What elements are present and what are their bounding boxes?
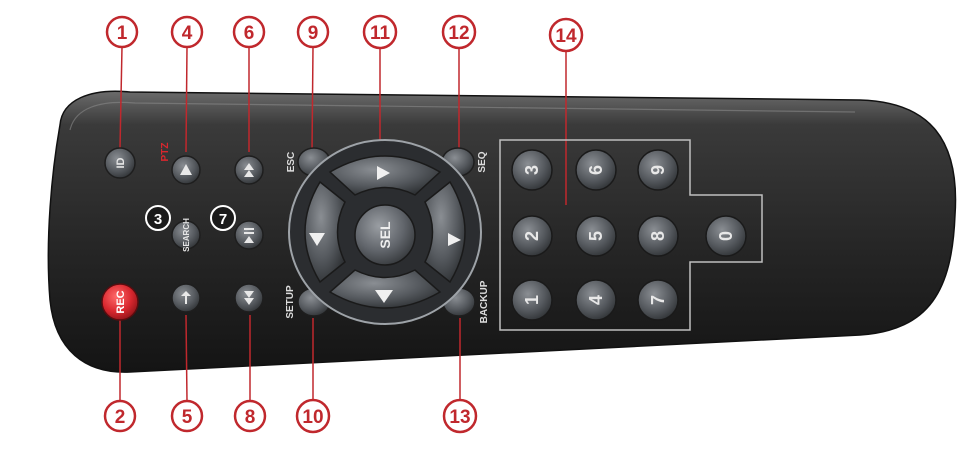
key-3[interactable]: 3 <box>511 149 553 191</box>
key-7-label: 7 <box>648 295 668 305</box>
callout-9: 9 <box>308 23 319 44</box>
play-icon <box>180 164 192 175</box>
arrow-right-button[interactable] <box>424 180 466 284</box>
key-8-label: 8 <box>648 231 668 241</box>
callout-group: 1 4 6 9 11 12 14 2 5 8 <box>103 14 584 434</box>
callout-13: 13 <box>449 407 470 428</box>
callout-10: 10 <box>302 407 323 428</box>
key-7[interactable]: 7 <box>637 279 679 321</box>
callout-6: 6 <box>244 23 255 44</box>
key-0[interactable]: 0 <box>705 215 747 257</box>
key-6-label: 6 <box>586 165 606 175</box>
esc-label: ESC <box>286 152 297 173</box>
arrow-down-button[interactable] <box>328 269 442 309</box>
callout-5: 5 <box>182 407 193 428</box>
key-1-label: 1 <box>522 295 542 305</box>
callout-1: 1 <box>117 23 128 44</box>
arrow-left-button[interactable] <box>304 180 346 284</box>
play-button[interactable] <box>171 155 201 185</box>
key-8[interactable]: 8 <box>637 215 679 257</box>
key-2-label: 2 <box>522 231 542 241</box>
callout-14: 14 <box>555 26 577 47</box>
rewind-icon <box>244 291 254 305</box>
key-9[interactable]: 9 <box>637 149 679 191</box>
sel-button[interactable]: SEL <box>354 204 416 266</box>
rec-button-label: REC <box>115 290 127 313</box>
rewind-button[interactable] <box>234 283 264 313</box>
fast-forward-icon <box>244 163 254 177</box>
stop-button[interactable] <box>171 283 201 313</box>
key-4[interactable]: 4 <box>575 279 617 321</box>
callout-8: 8 <box>245 407 256 428</box>
search-button-label: SEARCH <box>182 218 191 252</box>
callout-4: 4 <box>182 23 193 44</box>
arrow-left-icon <box>309 233 325 246</box>
backup-label: BACKUP <box>479 280 490 323</box>
callout-7: 7 <box>219 211 227 228</box>
id-button-label: ID <box>115 157 127 168</box>
numeric-keypad: 3 6 9 2 5 8 0 1 <box>499 139 763 331</box>
key-3-label: 3 <box>522 165 542 175</box>
seq-label: SEQ <box>477 151 488 172</box>
key-5-label: 5 <box>586 231 606 241</box>
key-6[interactable]: 6 <box>575 149 617 191</box>
callout-11: 11 <box>370 23 391 44</box>
setup-label: SETUP <box>285 285 296 319</box>
arrow-up-button[interactable] <box>328 155 442 196</box>
key-5[interactable]: 5 <box>575 215 617 257</box>
search-button[interactable]: SEARCH <box>171 218 201 252</box>
callout-2: 2 <box>115 407 126 428</box>
key-9-label: 9 <box>648 165 668 175</box>
remote-body <box>47 90 957 373</box>
callout-3-marker: 3 <box>145 205 171 231</box>
key-0-label: 0 <box>716 231 736 241</box>
ptz-label: PTZ <box>160 143 171 162</box>
arrow-right-icon <box>448 233 461 246</box>
id-button[interactable]: ID <box>104 147 136 179</box>
sel-label: SEL <box>377 221 393 249</box>
play-pause-button[interactable] <box>234 220 264 250</box>
key-1[interactable]: 1 <box>511 279 553 321</box>
arrow-up-icon <box>377 166 390 180</box>
stop-icon <box>181 291 191 304</box>
play-pause-icon <box>244 228 254 243</box>
callout-3: 3 <box>154 211 162 228</box>
callout-7-marker: 7 <box>210 205 236 231</box>
callout-12: 12 <box>448 23 469 44</box>
key-2[interactable]: 2 <box>511 215 553 257</box>
key-4-label: 4 <box>586 295 606 305</box>
fast-forward-button[interactable] <box>234 155 264 185</box>
rec-button[interactable]: REC <box>101 283 139 321</box>
direction-pad: SEL <box>288 139 482 325</box>
arrow-down-icon <box>375 290 393 303</box>
